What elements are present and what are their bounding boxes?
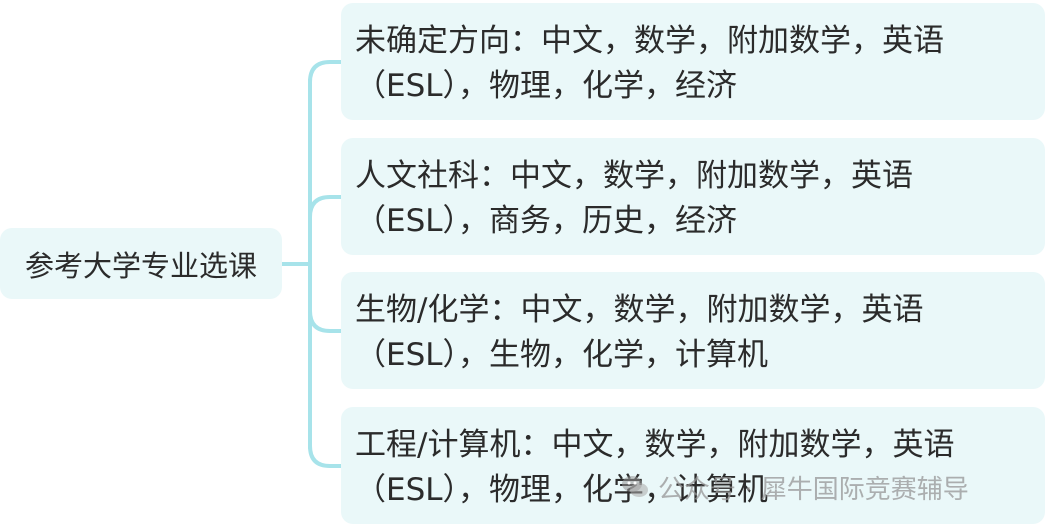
branch-line-2: （ESL），商务，历史，经济 xyxy=(355,203,738,239)
branch-node-engineering-cs: 工程/计算机：中文，数学，附加数学，英语 （ESL），物理，化学，计算机 xyxy=(341,407,1045,524)
connector-branch-4 xyxy=(308,444,343,468)
branch-line-2: （ESL），生物，化学，计算机 xyxy=(355,337,769,373)
branch-line-1: 人文社科：中文，数学，附加数学，英语 xyxy=(355,158,913,194)
wechat-icon xyxy=(622,476,648,497)
branch-line-1: 未确定方向：中文，数学，附加数学，英语 xyxy=(355,23,944,59)
branch-line-2: （ESL），物理，化学，经济 xyxy=(355,68,738,104)
root-label: 参考大学专业选课 xyxy=(24,248,257,283)
watermark-text: 公众号 · 犀牛国际竞赛辅导 xyxy=(658,474,969,505)
branch-line-1: 生物/化学：中文，数学，附加数学，英语 xyxy=(355,292,924,328)
branch-line-1: 工程/计算机：中文，数学，附加数学，英语 xyxy=(355,427,955,463)
connector-branch-2 xyxy=(308,195,343,219)
branch-line-2: （ESL），物理，化学，计算机 xyxy=(355,472,769,508)
connector-branch-1 xyxy=(308,60,343,84)
connector-branch-3 xyxy=(308,309,343,333)
root-node: 参考大学专业选课 xyxy=(0,228,282,299)
watermark: 公众号 · 犀牛国际竞赛辅导 xyxy=(620,468,969,506)
branch-node-biology-chemistry: 生物/化学：中文，数学，附加数学，英语 （ESL），生物，化学，计算机 xyxy=(341,272,1045,389)
branch-node-humanities: 人文社科：中文，数学，附加数学，英语 （ESL），商务，历史，经济 xyxy=(341,138,1045,255)
branch-node-undecided: 未确定方向：中文，数学，附加数学，英语 （ESL），物理，化学，经济 xyxy=(341,3,1045,120)
